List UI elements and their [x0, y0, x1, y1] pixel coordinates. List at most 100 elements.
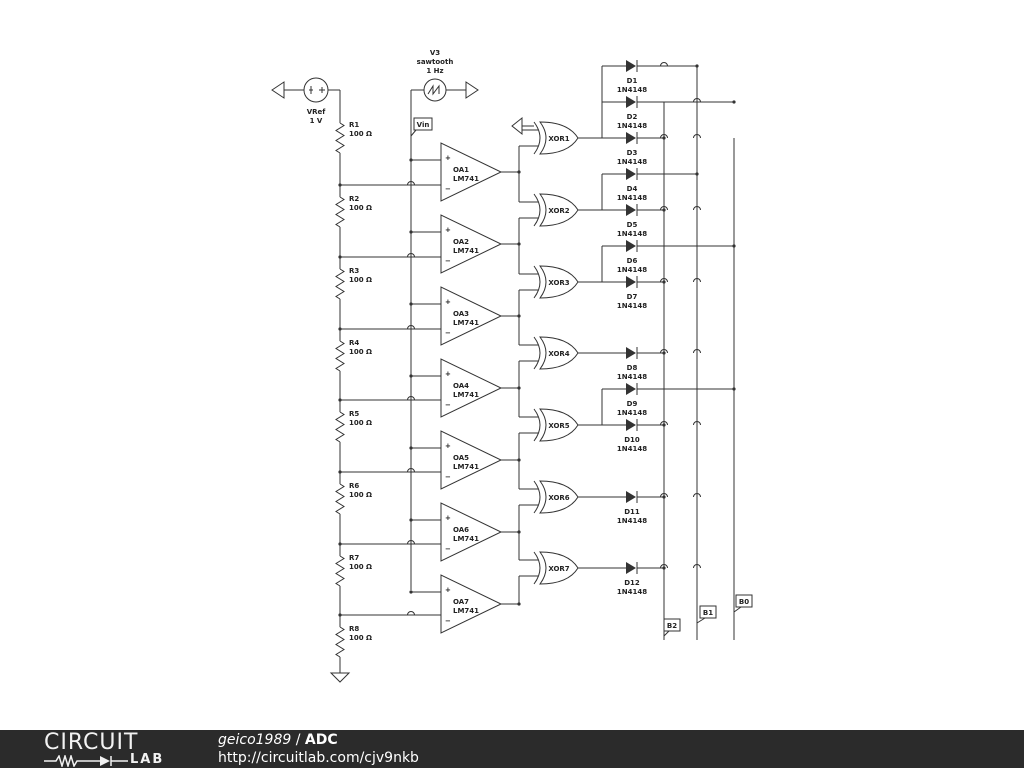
resistor-name-label: R8 [349, 625, 359, 633]
circuit-url-link[interactable]: http://circuitlab.com/cjv9nkb [218, 750, 419, 766]
xor-name-label: XOR5 [548, 422, 569, 430]
vin-label-text: Vin [417, 121, 430, 129]
diode-name-label: D9 [627, 400, 638, 408]
plus-input-sign: + [445, 298, 451, 306]
diode-part-label: 1N4148 [617, 230, 647, 238]
wires [328, 62, 736, 640]
opamp-name-label: OA3 [453, 310, 469, 318]
output-label-text: B1 [703, 609, 713, 617]
diode-part-label: 1N4148 [617, 517, 647, 525]
output-label-text: B0 [739, 598, 749, 606]
resistor-name-label: R5 [349, 410, 359, 418]
opamp-part-label: LM741 [453, 463, 479, 471]
opamp-part-label: LM741 [453, 319, 479, 327]
minus-input-sign: − [445, 473, 451, 481]
diode-part-label: 1N4148 [617, 158, 647, 166]
opamp-part-label: LM741 [453, 607, 479, 615]
minus-input-sign: − [445, 617, 451, 625]
ground-icon [465, 81, 479, 99]
diode-part-label: 1N4148 [617, 194, 647, 202]
xor-name-label: XOR6 [548, 494, 569, 502]
logo-text-lab: LAB [130, 752, 165, 767]
plus-input-sign: + [445, 370, 451, 378]
sawtooth-source-icon [423, 78, 447, 102]
opamp-name-label: OA2 [453, 238, 469, 246]
junction-dot [409, 374, 413, 378]
opamp-part-label: LM741 [453, 391, 479, 399]
diode-part-label: 1N4148 [617, 445, 647, 453]
opamp-name-label: OA4 [453, 382, 469, 390]
title-separator: / [291, 732, 305, 748]
diode-name-label: D2 [627, 113, 638, 121]
v3-freq-label: 1 Hz [426, 67, 443, 75]
resistor-name-label: R4 [349, 339, 359, 347]
author-link[interactable]: geico1989 [218, 732, 292, 748]
diode-name-label: D5 [627, 221, 638, 229]
xor-gate-3: XOR3 [533, 265, 579, 299]
diode-name-label: D6 [627, 257, 638, 265]
opamp-part-label: LM741 [453, 535, 479, 543]
circuitlab-logo[interactable]: CIRCUIT LAB [44, 732, 174, 767]
junction-dot [409, 590, 413, 594]
resistor-name-label: R7 [349, 554, 359, 562]
resistor-value-label: 100 Ω [349, 491, 372, 499]
v3-type-label: sawtooth [417, 58, 454, 66]
diode-part-label: 1N4148 [617, 122, 647, 130]
diode-name-label: D8 [627, 364, 638, 372]
diode-name-label: D12 [624, 579, 640, 587]
diode-name-label: D11 [624, 508, 640, 516]
resistor-name-label: R3 [349, 267, 359, 275]
xor-gate-7: XOR7 [533, 551, 579, 585]
resistor-name-label: R6 [349, 482, 359, 490]
diode-part-label: 1N4148 [617, 86, 647, 94]
plus-input-sign: + [445, 226, 451, 234]
plus-input-sign: + [445, 154, 451, 162]
plus-input-sign: + [445, 514, 451, 522]
diode-part-label: 1N4148 [617, 302, 647, 310]
diode-name-label: D4 [627, 185, 638, 193]
opamp-part-label: LM741 [453, 247, 479, 255]
plus-input-sign: + [445, 442, 451, 450]
opamp-name-label: OA6 [453, 526, 469, 534]
junction-dot [409, 230, 413, 234]
output-label-text: B2 [667, 622, 677, 630]
footer-bar [0, 730, 1024, 768]
vref-value-label: 1 V [310, 117, 323, 125]
resistor-value-label: 100 Ω [349, 204, 372, 212]
diode-part-label: 1N4148 [617, 373, 647, 381]
resistor-value-label: 100 Ω [349, 130, 372, 138]
diode-name-label: D3 [627, 149, 638, 157]
xor-gate-1: XOR1 [533, 121, 579, 155]
logo-waveform-icon [44, 755, 128, 767]
diode-part-label: 1N4148 [617, 266, 647, 274]
diode-part-label: 1N4148 [617, 588, 647, 596]
diode-name-label: D7 [627, 293, 638, 301]
v3-name-label: V3 [430, 49, 440, 57]
vref-name-label: VRef [307, 108, 327, 116]
diode-name-label: D1 [627, 77, 638, 85]
ground-icon [271, 81, 285, 99]
